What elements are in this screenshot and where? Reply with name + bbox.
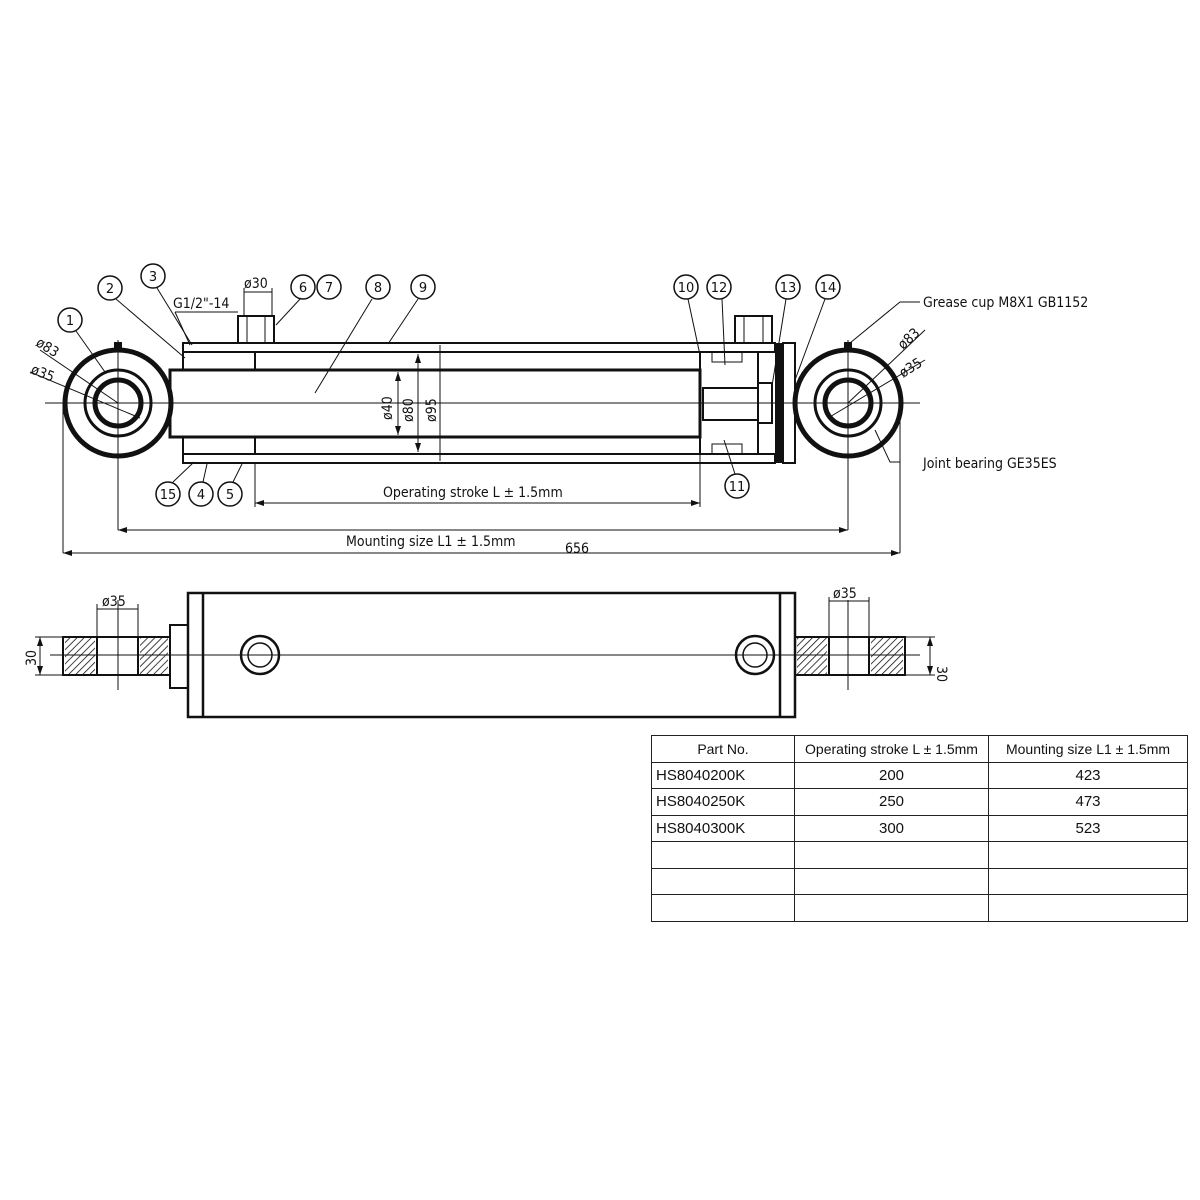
balloon-4: 4 [197, 488, 205, 503]
stroke [794, 867, 989, 895]
table-header: Part No. Operating stroke L ± 1.5mm Moun… [651, 735, 1188, 763]
balloon-9: 9 [419, 281, 427, 296]
mounting-size [988, 841, 1188, 869]
eye-width-left-label: 30 [24, 650, 40, 666]
tube-wall-top [182, 342, 776, 353]
part-table: Part No. Operating stroke L ± 1.5mm Moun… [651, 735, 1188, 922]
section-view: ø30 G1/2"-14 ø40 ø80 ø95 ø83 ø35 ø83 ø35… [29, 263, 1088, 557]
stroke [794, 841, 989, 869]
balloon-14: 14 [820, 281, 837, 296]
tube-diameter-label: ø95 [424, 398, 440, 422]
balloon-7: 7 [325, 281, 333, 296]
part-no [651, 894, 795, 922]
bottom-left-bore-label: ø35 [102, 594, 126, 610]
bottom-right-bore-label: ø35 [833, 586, 857, 602]
table-row [651, 841, 1188, 869]
gland-bottom [182, 436, 256, 455]
table-row [651, 894, 1188, 922]
header-mounting: Mounting size L1 ± 1.5mm [988, 735, 1188, 763]
tube-wall-bottom [182, 453, 776, 464]
bore-diameter-label: ø80 [401, 398, 417, 422]
eye-width-right-label: 30 [933, 666, 949, 682]
grease-cup-label: Grease cup M8X1 GB1152 [923, 295, 1088, 311]
rod-diameter-label: ø40 [380, 396, 396, 420]
balloons: 1 2 3 4 5 6 7 8 9 10 11 12 13 14 15 [57, 263, 841, 507]
mounting-size: 523 [988, 814, 1188, 842]
balloon-11: 11 [729, 480, 746, 495]
part-no [651, 867, 795, 895]
oil-port-right [734, 315, 773, 344]
balloon-3: 3 [149, 270, 157, 285]
port-circle-left [239, 634, 281, 676]
part-no [651, 841, 795, 869]
stroke: 200 [794, 761, 989, 789]
rod-eye-right [792, 340, 904, 553]
balloon-10: 10 [678, 281, 695, 296]
mounting-dimension-label: Mounting size L1 ± 1.5mm [346, 534, 516, 550]
leader-lines [75, 287, 920, 483]
overall-length-label: 656 [565, 541, 589, 557]
stroke: 300 [794, 814, 989, 842]
eye-side-left [62, 600, 171, 690]
balloon-15: 15 [160, 488, 177, 503]
part-no: HS8040200K [651, 761, 795, 789]
eye-inner-right-label: ø35 [897, 355, 926, 381]
eye-side-right [794, 600, 906, 690]
part-no: HS8040300K [651, 814, 795, 842]
eye-outer-left-label: ø83 [33, 335, 62, 361]
joint-bearing-label: Joint bearing GE35ES [922, 456, 1057, 472]
part-no: HS8040250K [651, 788, 795, 816]
header-part-no: Part No. [651, 735, 795, 763]
external-view: ø35 ø35 30 30 [24, 586, 949, 719]
port-circle-right [734, 634, 776, 676]
balloon-13: 13 [780, 281, 797, 296]
stroke [794, 894, 989, 922]
gland-top [182, 351, 256, 371]
stroke-dimension-label: Operating stroke L ± 1.5mm [383, 485, 563, 501]
balloon-2: 2 [106, 282, 114, 297]
header-stroke: Operating stroke L ± 1.5mm [794, 735, 989, 763]
end-cap [775, 343, 783, 463]
rod-eye-left [62, 340, 174, 530]
mounting-size [988, 867, 1188, 895]
port-thread-label: G1/2"-14 [173, 296, 229, 312]
balloon-12: 12 [711, 281, 728, 296]
stroke: 250 [794, 788, 989, 816]
mounting-size [988, 894, 1188, 922]
table-row [651, 867, 1188, 895]
mounting-size: 423 [988, 761, 1188, 789]
balloon-6: 6 [299, 281, 307, 296]
balloon-5: 5 [226, 488, 234, 503]
eye-outer-right-label: ø83 [895, 325, 923, 353]
balloon-8: 8 [374, 281, 382, 296]
mounting-size: 473 [988, 788, 1188, 816]
balloon-1: 1 [66, 314, 74, 329]
port-diameter-label: ø30 [244, 276, 268, 292]
oil-port-left [237, 315, 275, 344]
eye-inner-left-label: ø35 [29, 362, 57, 386]
piston-nut [757, 382, 773, 424]
